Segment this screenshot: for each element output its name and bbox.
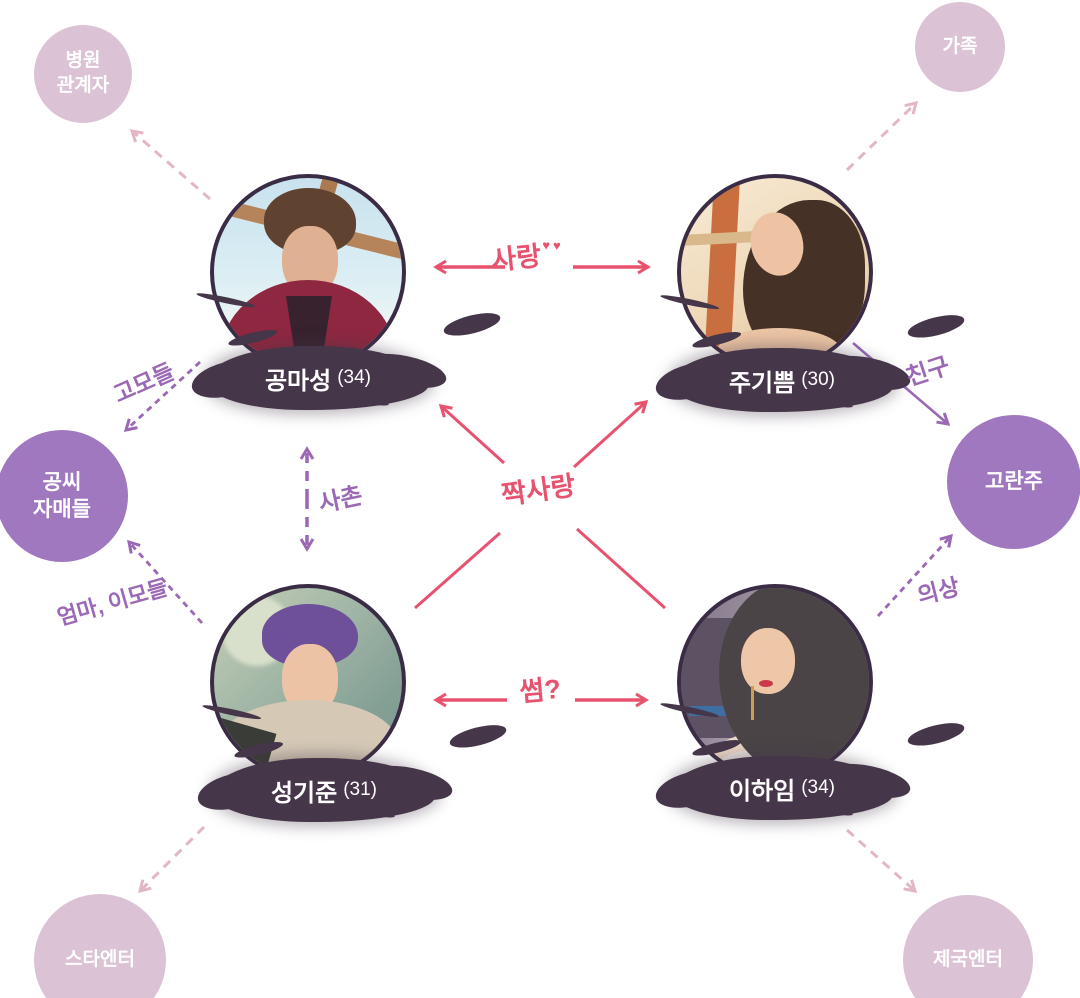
name-tag-lee-ha-im: 이하임 (34) (671, 756, 893, 820)
relation-text: 썸? (518, 673, 563, 708)
node-label-line1: 제국엔터 (933, 948, 1003, 970)
relation-label-some: 썸? (518, 667, 563, 709)
arrow-crush-gijun-to-gippeum-head (572, 400, 649, 469)
node-label-line1: 스타엔터 (65, 948, 135, 970)
node-gong-sisters: 공씨 자매들 (0, 430, 128, 562)
relation-label-love: 사랑♥♥ (489, 232, 564, 278)
node-label-line1: 가족 (942, 35, 978, 57)
character-age: (34) (337, 367, 372, 388)
hair-shape (719, 588, 869, 776)
node-label-line2: 관계자 (56, 75, 110, 96)
character-name: 공마성 (264, 367, 332, 395)
arrow-aunts (123, 360, 201, 432)
node-label-line2: 자매들 (33, 498, 91, 521)
arrow-to-empire-enter (845, 828, 918, 893)
arrow-to-family (845, 100, 919, 172)
character-age: (30) (801, 369, 836, 390)
relation-text: 사랑 (490, 240, 543, 276)
arrow-crush-haim-to-maseong-tail (575, 527, 667, 610)
node-star-enter: 스타엔터 (34, 894, 166, 998)
node-label-line1: 공씨 (42, 470, 82, 494)
arrow-to-hospital-staff (129, 129, 211, 201)
photo-ju-gi-ppeum (677, 174, 873, 370)
arrow-to-star-enter (137, 825, 206, 894)
node-label-line1: 병원 (65, 50, 101, 72)
node-go-ran-ju: 고란주 (947, 415, 1080, 549)
earring-shape (751, 686, 754, 720)
arrow-crush-haim-to-maseong-head (438, 404, 506, 465)
node-label-line1: 고란주 (985, 470, 1043, 494)
photo-gong-ma-seong (210, 174, 406, 370)
node-empire-enter: 제국엔터 (903, 895, 1033, 998)
character-name: 성기준 (270, 779, 338, 807)
name-tag-gong-ma-seong: 공마성 (34) (207, 346, 429, 410)
name-tag-ju-gi-ppeum: 주기쁨 (30) (671, 348, 893, 412)
photo-seong-gi-jun (210, 584, 406, 780)
arrow-mom-aunts (127, 539, 204, 624)
name-tag-seong-gi-jun: 성기준 (31) (213, 758, 435, 822)
lips-shape (759, 680, 773, 687)
character-name: 주기쁨 (728, 369, 796, 397)
photo-lee-ha-im (677, 584, 873, 780)
character-name: 이하임 (728, 777, 796, 805)
node-hospital-staff: 병원 관계자 (34, 25, 132, 123)
character-age: (31) (343, 779, 378, 800)
node-family: 가족 (915, 2, 1005, 92)
hearts-icon: ♥♥ (541, 237, 564, 254)
character-age: (34) (801, 777, 836, 798)
arrow-costume (876, 533, 953, 617)
arrow-crush-gijun-to-gippeum-tail (414, 531, 501, 610)
screen-shape (689, 706, 747, 716)
